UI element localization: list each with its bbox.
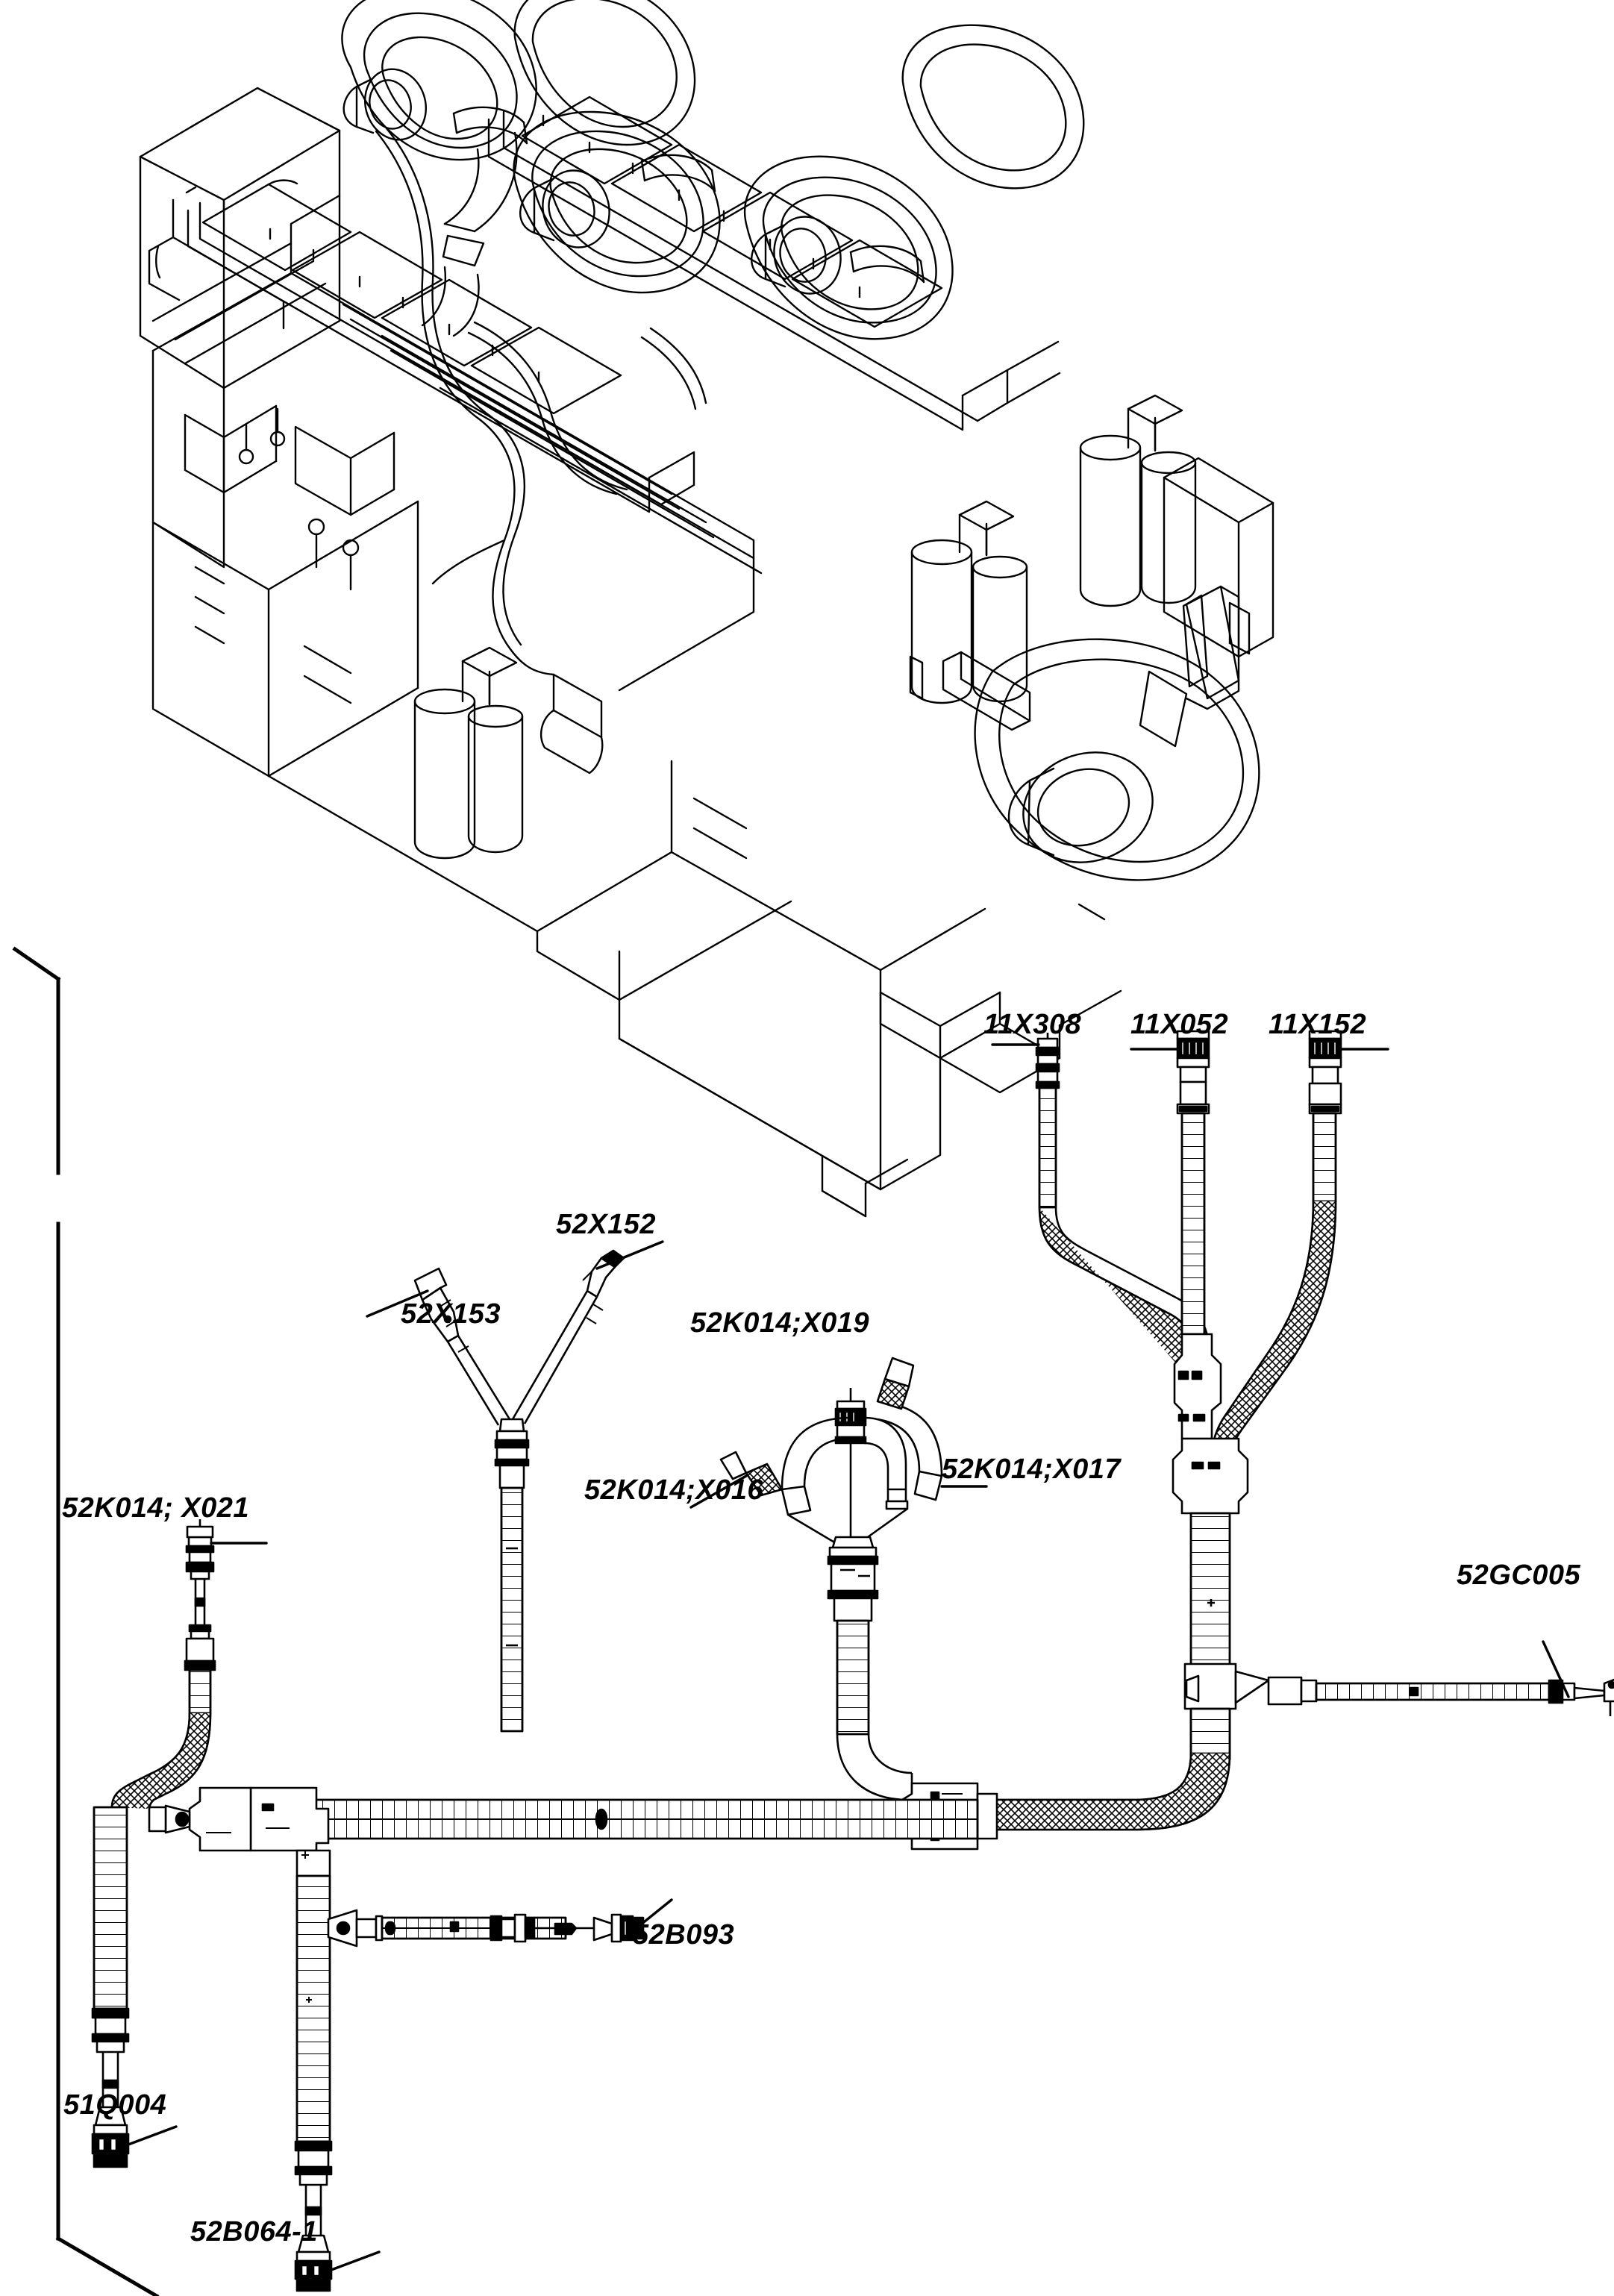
- callout-52X152: 52X152: [556, 1209, 657, 1240]
- callout-52B093: 52B093: [633, 1919, 735, 1951]
- callout-52K014-X021: 52K014; X021: [62, 1492, 250, 1524]
- branch-52GC005: [1267, 1676, 1614, 1716]
- branch-52K014-X016-X017: [719, 1357, 978, 1801]
- callout-11X152: 11X152: [1269, 1009, 1367, 1040]
- branch-11X152: [1210, 1030, 1342, 1463]
- branch-11X052: [1173, 1030, 1222, 1440]
- callout-52GC005: 52GC005: [1457, 1560, 1581, 1591]
- callout-52X153: 52X153: [401, 1298, 501, 1330]
- branch-51Q004: [91, 1806, 130, 2168]
- callout-11X308: 11X308: [983, 1009, 1082, 1040]
- callout-52K014-X016: 52K014;X016: [584, 1474, 764, 1506]
- branch-52K014-X019: [413, 1249, 625, 1733]
- callout-52B064-1: 52B064-1: [190, 2216, 318, 2247]
- branch-52B093: [327, 1909, 645, 1948]
- frame-border: [12, 946, 160, 2296]
- trunk-main-right: [978, 1437, 1270, 1831]
- callout-52K014-X019: 52K014;X019: [690, 1307, 870, 1339]
- branch-52K014-X021: [110, 1519, 216, 1809]
- leader-lines: [127, 1043, 1570, 2271]
- callout-52K014-X017: 52K014;X017: [942, 1454, 1122, 1485]
- trunk-horizontal: [148, 1782, 998, 1877]
- callout-51Q004: 51Q004: [63, 2089, 167, 2121]
- branch-52B064-1: [294, 1874, 333, 2292]
- callout-11X052: 11X052: [1130, 1009, 1229, 1040]
